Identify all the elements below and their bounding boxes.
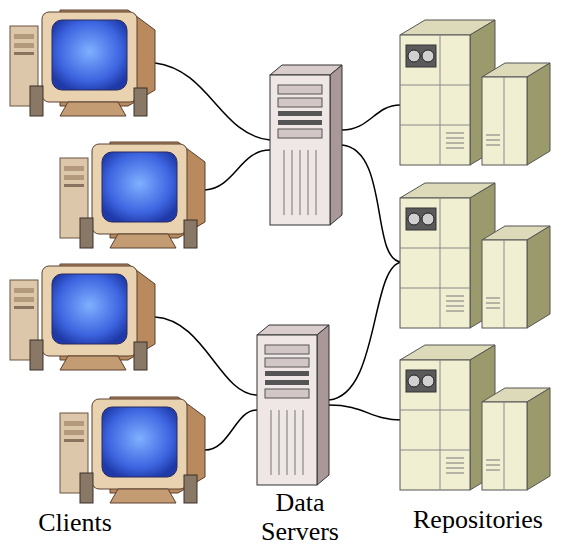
wire bbox=[342, 105, 400, 130]
group-label: Data Servers bbox=[240, 488, 360, 546]
repository-cabinet bbox=[400, 345, 550, 490]
client-computer bbox=[60, 142, 205, 248]
server-tower bbox=[257, 325, 329, 485]
wire bbox=[329, 262, 402, 400]
client-computer bbox=[10, 10, 155, 116]
client-computer bbox=[60, 397, 205, 503]
server-tower bbox=[270, 65, 342, 225]
repository-cabinet bbox=[400, 20, 550, 165]
wire bbox=[205, 150, 270, 190]
group-label: Repositories bbox=[396, 505, 560, 534]
group-label: Clients bbox=[20, 508, 130, 537]
wire bbox=[329, 405, 402, 420]
wire bbox=[342, 145, 402, 262]
client-computer bbox=[10, 264, 155, 370]
repository-cabinet bbox=[400, 183, 550, 328]
wire bbox=[155, 63, 270, 140]
wire bbox=[155, 317, 257, 395]
wire bbox=[205, 410, 257, 450]
